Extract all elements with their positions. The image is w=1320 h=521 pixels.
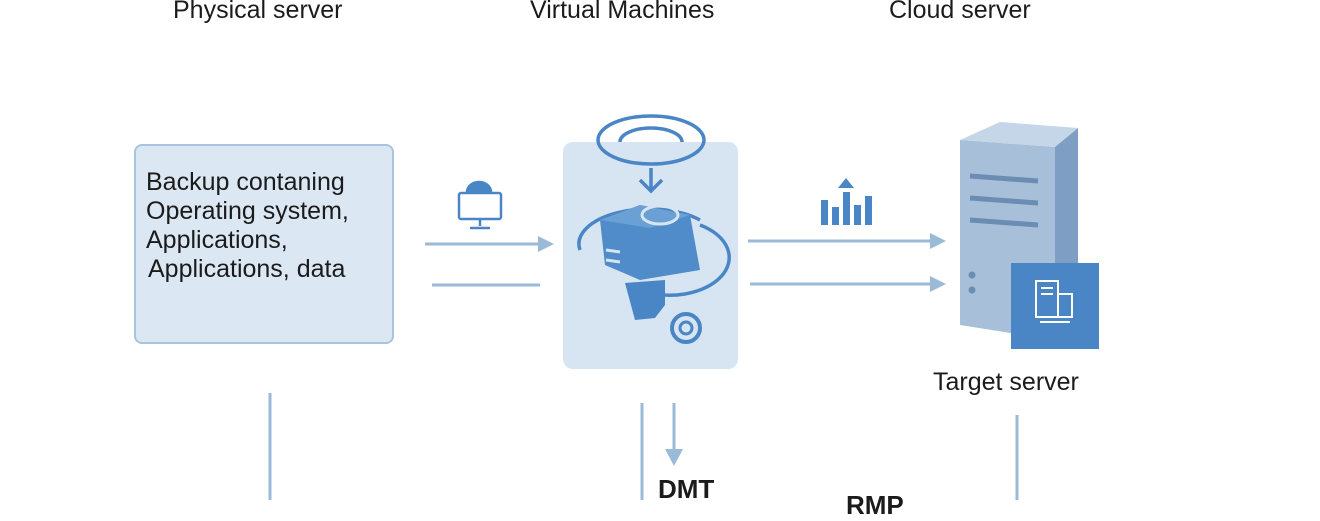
database-migration-icon bbox=[577, 204, 731, 344]
header-cloud-server: Cloud server bbox=[889, 0, 1031, 24]
target-server-label: Target server bbox=[933, 368, 1079, 396]
monitor-icon bbox=[457, 180, 503, 230]
header-virtual-machines: Virtual Machines bbox=[530, 0, 715, 24]
diagram-graphics bbox=[268, 114, 1099, 500]
backup-line: Backup contaning bbox=[146, 168, 345, 196]
arrow-to-target bbox=[748, 233, 946, 292]
backup-line: Applications, data bbox=[148, 255, 346, 283]
backup-line: Operating system, bbox=[146, 197, 349, 225]
dmt-label: DMT bbox=[658, 474, 715, 504]
arrow-to-dmt bbox=[665, 403, 683, 466]
rmp-label: RMP bbox=[846, 490, 904, 520]
down-arrow-icon bbox=[638, 168, 664, 194]
target-server-badge-icon bbox=[1011, 263, 1099, 349]
backup-text: Backup contaning Operating system, Appli… bbox=[146, 168, 349, 284]
header-physical-server: Physical server bbox=[173, 0, 343, 24]
backup-line: Applications, bbox=[146, 226, 288, 254]
backup-box bbox=[134, 144, 394, 344]
arrow-to-vm bbox=[425, 236, 554, 252]
ring-icon bbox=[596, 114, 706, 166]
bar-chart-icon bbox=[821, 178, 872, 225]
